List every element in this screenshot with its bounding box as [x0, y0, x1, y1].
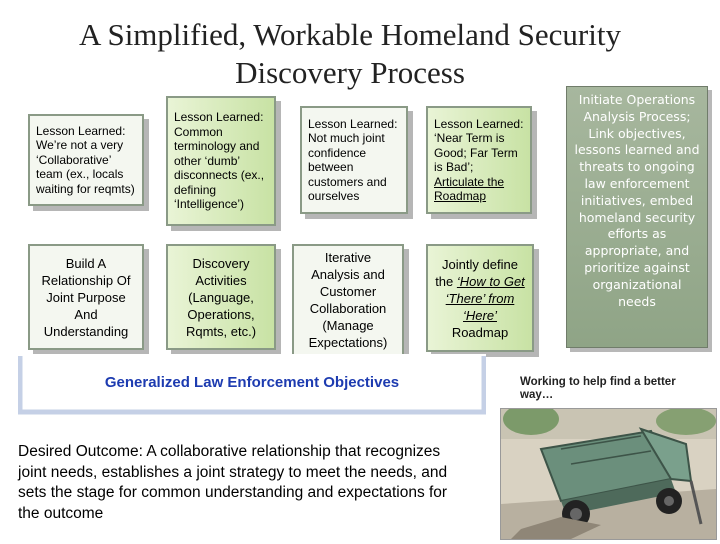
step-emphasis: ‘How to Get ‘There’ from ‘Here’: [446, 274, 525, 323]
step-box-jointly-define: Jointly define the ‘How to Get ‘There’ f…: [426, 244, 534, 352]
step-box-relationship: Build A Relationship Of Joint Purpose An…: [28, 244, 144, 350]
lesson-text: Lesson Learned: Common terminology and o…: [174, 110, 268, 212]
lesson-box-roadmap: Lesson Learned: ‘Near Term is Good; Far …: [426, 106, 532, 214]
lesson-box-collaborative: Lesson Learned: We’re not a very ‘Collab…: [28, 114, 144, 206]
initiate-operations-panel: Initiate Operations Analysis Process; Li…: [566, 86, 708, 348]
lesson-text: Lesson Learned: ‘Near Term is Good; Far …: [434, 117, 524, 204]
step-text: Build A Relationship Of Joint Purpose An…: [36, 255, 136, 340]
truck-illustration-icon: [501, 409, 716, 539]
lesson-text: Lesson Learned: Not much joint confidenc…: [308, 117, 400, 204]
step-box-iterative: Iterative Analysis and Customer Collabor…: [292, 244, 404, 356]
lesson-box-terminology: Lesson Learned: Common terminology and o…: [166, 96, 276, 226]
step-post: Roadmap: [452, 325, 508, 340]
page-title: A Simplified, Workable Homeland Security…: [40, 16, 660, 92]
lesson-pre: Lesson Learned: ‘Near Term is Good; Far …: [434, 117, 523, 175]
truck-photo: [500, 408, 717, 540]
lesson-box-confidence: Lesson Learned: Not much joint confidenc…: [300, 106, 408, 214]
panel-text: Initiate Operations Analysis Process; Li…: [574, 92, 699, 309]
step-box-discovery: Discovery Activities (Language, Operatio…: [166, 244, 276, 350]
step-text: Jointly define the ‘How to Get ‘There’ f…: [434, 256, 526, 341]
desired-outcome: Desired Outcome: A collaborative relatio…: [18, 442, 448, 524]
step-text: Iterative Analysis and Customer Collabor…: [300, 249, 396, 351]
lesson-emphasis: Articulate the Roadmap: [434, 175, 504, 204]
objective-label: Generalized Law Enforcement Objectives: [18, 374, 486, 391]
photo-caption: Working to help find a better way…: [520, 376, 690, 401]
step-text: Discovery Activities (Language, Operatio…: [174, 255, 268, 340]
lesson-text: Lesson Learned: We’re not a very ‘Collab…: [36, 124, 136, 197]
title-line-1: A Simplified, Workable Homeland Security: [40, 16, 660, 54]
objective-bar: Generalized Law Enforcement Objectives: [18, 354, 486, 416]
